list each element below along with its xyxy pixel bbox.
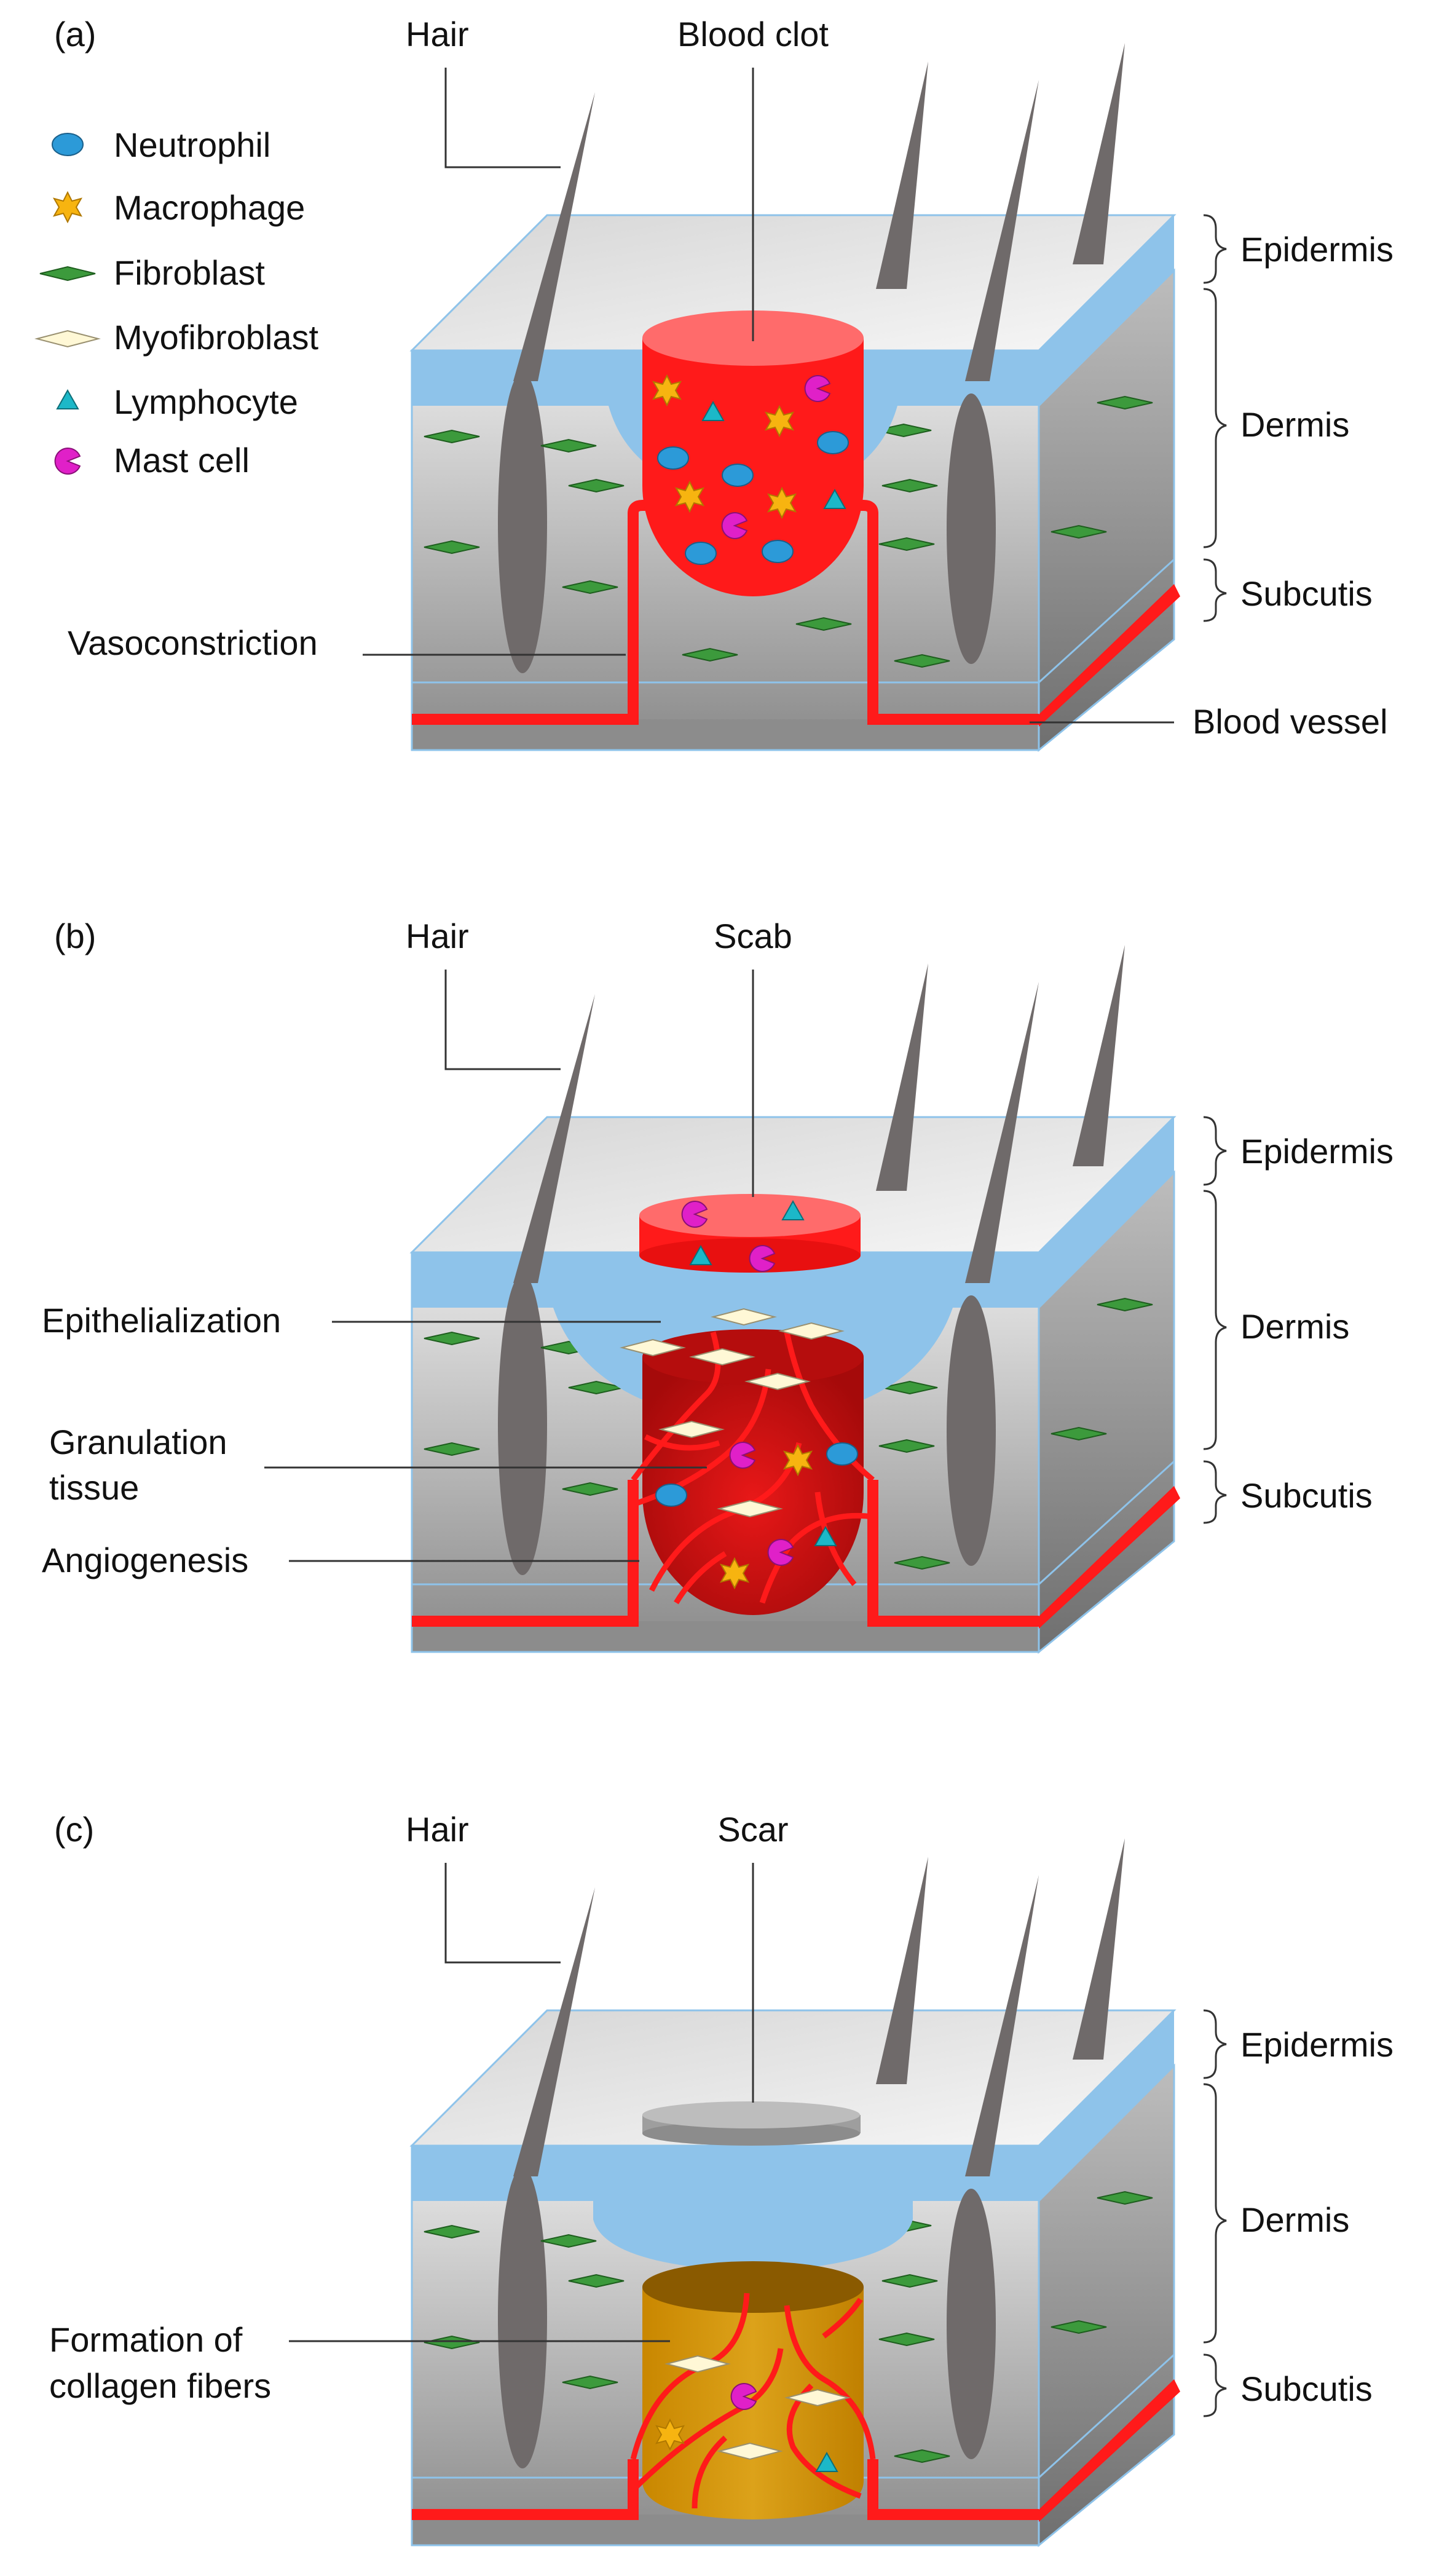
neutrophil-icon: [657, 446, 689, 470]
neutrophil-icon: [722, 464, 754, 487]
panel-b-scab-top: [639, 1194, 861, 1237]
panel-c-scar-top: [642, 2101, 860, 2128]
fibroblast-icon: [39, 266, 96, 281]
panel-c: (c) Hair Scar Formati: [49, 1810, 1394, 2546]
panel-a-epidermis-label: Epidermis: [1240, 230, 1394, 269]
panel-b-angiogenesis-label: Angiogenesis: [42, 1541, 248, 1579]
panel-b-scab-label: Scab: [714, 917, 792, 955]
panel-b-granulation-label-line2: tissue: [49, 1468, 139, 1507]
panel-c-hair-label: Hair: [406, 1810, 469, 1849]
panel-c-collagen-label-line2: collagen fibers: [49, 2366, 271, 2405]
panel-b-subcutis-brace: [1203, 1460, 1227, 1524]
panel-c-subcutis-brace: [1203, 2353, 1227, 2417]
panel-a-hair-label: Hair: [406, 15, 469, 53]
panel-a-blood-clot: [642, 338, 864, 596]
panel-c-epidermis-brace: [1203, 2009, 1227, 2079]
panel-b-epidermis-brace: [1203, 1116, 1227, 1186]
panel-c-epithelium: [593, 2201, 913, 2272]
panel-c-dermis-label: Dermis: [1240, 2200, 1349, 2239]
panel-b-epithelialization-label: Epithelialization: [42, 1301, 281, 1340]
panel-c-collagen-fibers: [630, 2293, 876, 2509]
panel-a-subcutis-label: Subcutis: [1240, 574, 1373, 613]
panel-a-vasoconstriction-label: Vasoconstriction: [68, 623, 318, 662]
panel-b-epidermis-label: Epidermis: [1240, 1132, 1394, 1171]
panel-c-tag: (c): [54, 1810, 94, 1849]
panel-b-granulation-tissue: [642, 1357, 864, 1615]
legend-label-myofibroblast: Myofibroblast: [114, 318, 318, 357]
legend-label-macrophage: Macrophage: [114, 188, 305, 227]
mast-cell-icon: [54, 448, 81, 475]
neutrophil-icon: [762, 540, 794, 563]
neutrophil-icon: [817, 431, 849, 454]
panel-c-blood-vessel: [412, 2459, 1039, 2520]
panel-b-dermis-label: Dermis: [1240, 1307, 1349, 1346]
neutrophil-icon: [52, 133, 84, 156]
panel-a-tag: (a): [54, 15, 96, 53]
panel-b-blood-vessel: [412, 1480, 1039, 1627]
panel-b-hair-leader: [444, 970, 561, 1070]
panel-b-tag: (b): [54, 917, 96, 955]
panel-a-hair-leader: [444, 68, 561, 168]
panel-c-epidermis-label: Epidermis: [1240, 2025, 1394, 2064]
panel-a-dermis-label: Dermis: [1240, 405, 1349, 444]
panel-b-dermis-brace: [1203, 1190, 1227, 1450]
panel-b-hair-label: Hair: [406, 917, 469, 955]
panel-a-blood-clot-label: Blood clot: [677, 15, 829, 53]
panel-a-blood-vessel: [412, 500, 1039, 725]
panel-c-hair-leader: [444, 1863, 561, 1964]
legend-label-fibroblast: Fibroblast: [114, 253, 265, 292]
panel-c-subcutis-label: Subcutis: [1240, 2369, 1373, 2408]
legend: Neutrophil Macrophage Fibroblast Myofibr…: [36, 125, 318, 480]
panel-c-dermis-brace: [1203, 2083, 1227, 2344]
neutrophil-icon: [685, 542, 717, 565]
panel-a-subcutis-brace: [1203, 558, 1227, 622]
panel-a-blood-vessel-label: Blood vessel: [1192, 702, 1388, 741]
neutrophil-icon: [826, 1442, 858, 1466]
macrophage-icon: [53, 192, 82, 223]
panel-c-collagen-label-line1: Formation of: [49, 2320, 243, 2359]
panel-c-scar-bottom: [642, 2121, 860, 2146]
panel-a-epidermis-brace: [1203, 214, 1227, 284]
panel-b-subcutis-label: Subcutis: [1240, 1476, 1373, 1515]
panel-c-scar-label: Scar: [717, 1810, 788, 1849]
panel-b-granulation-label-line1: Granulation: [49, 1423, 227, 1461]
lymphocyte-icon: [57, 390, 79, 409]
legend-label-mast-cell: Mast cell: [114, 441, 250, 480]
panel-c-collagen-top: [642, 2261, 864, 2313]
neutrophil-icon: [655, 1484, 687, 1507]
legend-label-lymphocyte: Lymphocyte: [114, 382, 298, 421]
myofibroblast-icon: [36, 330, 99, 347]
panel-a: (a) Hair Blood clot Vasoconstriction Bl: [54, 15, 1394, 751]
panel-a-dermis-brace: [1203, 288, 1227, 548]
legend-label-neutrophil: Neutrophil: [114, 125, 270, 164]
panel-b: (b): [42, 917, 1394, 1653]
